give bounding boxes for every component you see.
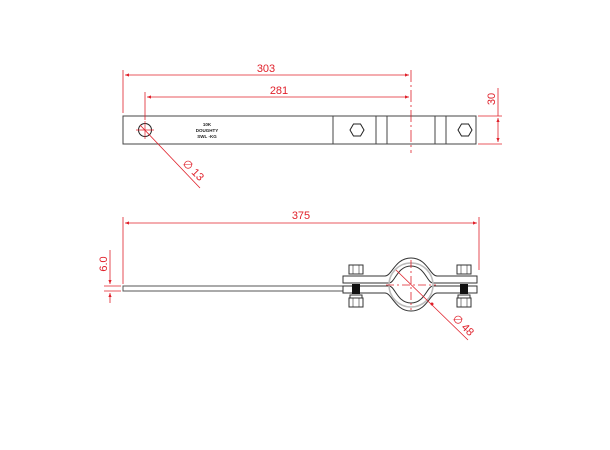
engraving-line-2: DOUGHTY [196,128,219,133]
engraving-line-1: 10K [203,122,212,127]
dim-width: 30 [486,93,498,105]
dim-total-length: 375 [292,210,310,222]
hex-bolt-right-icon [457,123,473,137]
bolt-assembly-right [456,264,472,308]
clamp-lower-strap [342,285,478,312]
bolt-assembly-left [348,264,364,308]
bar-side-profile [122,285,349,292]
side-view: 375 6.0 ∅ 48 [98,210,480,341]
dim-overall-length: 303 [257,63,275,75]
dim-thickness: 6.0 [98,256,110,271]
bar-plan-outline [122,115,477,145]
hex-bolt-left-icon [349,123,365,137]
top-view: 10K DOUGHTY SWL -KG 303 281 30 ∅ 13 [122,63,502,189]
engraving-line-3: SWL -KG [197,134,217,139]
dim-hole-to-center: 281 [270,85,288,97]
